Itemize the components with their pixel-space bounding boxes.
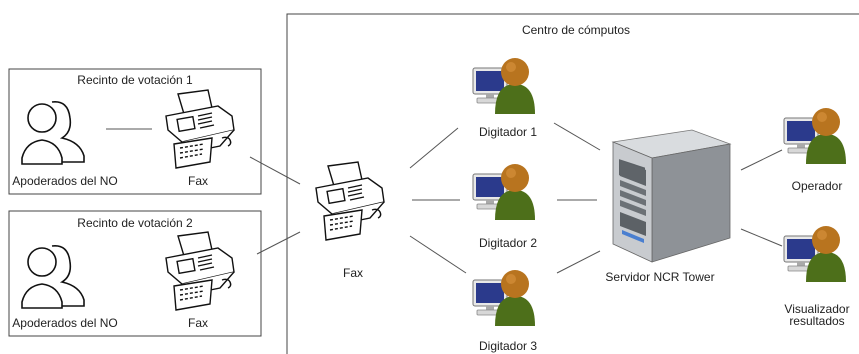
precinct-2-title: Recinto de votación 2 bbox=[77, 216, 193, 230]
precinct-1-people-label: Apoderados del NO bbox=[12, 174, 117, 188]
viewer-label-line1: Visualizador bbox=[784, 302, 849, 316]
workstation-user-icon bbox=[783, 107, 847, 165]
computing-center-title: Centro de cómputos bbox=[522, 23, 630, 37]
server-ncr-tower: Servidor NCR Tower bbox=[605, 129, 732, 284]
digitizer-3-label: Digitador 3 bbox=[479, 339, 537, 353]
digitizer-2: Digitador 2 bbox=[472, 163, 537, 250]
digitizer-1: Digitador 1 bbox=[472, 57, 537, 139]
fax-machine-icon bbox=[315, 161, 385, 241]
server-tower-icon bbox=[611, 129, 732, 263]
workstation-user-icon bbox=[783, 225, 847, 283]
connector-lines bbox=[249, 122, 783, 274]
computing-center-frame: Centro de cómputos bbox=[286, 13, 859, 354]
digitizer-2-label: Digitador 2 bbox=[479, 236, 537, 250]
workstation-user-icon bbox=[472, 57, 536, 115]
precinct-1-box: Recinto de votación 1 Apoderados del NO … bbox=[8, 68, 262, 195]
server-label: Servidor NCR Tower bbox=[605, 270, 714, 284]
workstation-user-icon bbox=[472, 269, 536, 327]
results-viewer: Visualizador resultados bbox=[783, 225, 850, 328]
precinct-1-title: Recinto de votación 1 bbox=[77, 73, 193, 87]
precinct-2-fax-label: Fax bbox=[188, 316, 208, 330]
precinct-2-people-label: Apoderados del NO bbox=[12, 316, 117, 330]
digitizer-1-label: Digitador 1 bbox=[479, 125, 537, 139]
precinct-2-box: Recinto de votación 2 Apoderados del NO … bbox=[8, 210, 262, 337]
central-fax: Fax bbox=[315, 161, 385, 280]
precinct-1-fax-label: Fax bbox=[188, 174, 208, 188]
workstation-user-icon bbox=[472, 163, 536, 221]
digitizer-3: Digitador 3 bbox=[472, 269, 537, 353]
operator-label: Operador bbox=[792, 179, 843, 193]
central-fax-label: Fax bbox=[343, 266, 363, 280]
viewer-label-line2: resultados bbox=[789, 314, 844, 328]
operator: Operador bbox=[783, 107, 847, 193]
